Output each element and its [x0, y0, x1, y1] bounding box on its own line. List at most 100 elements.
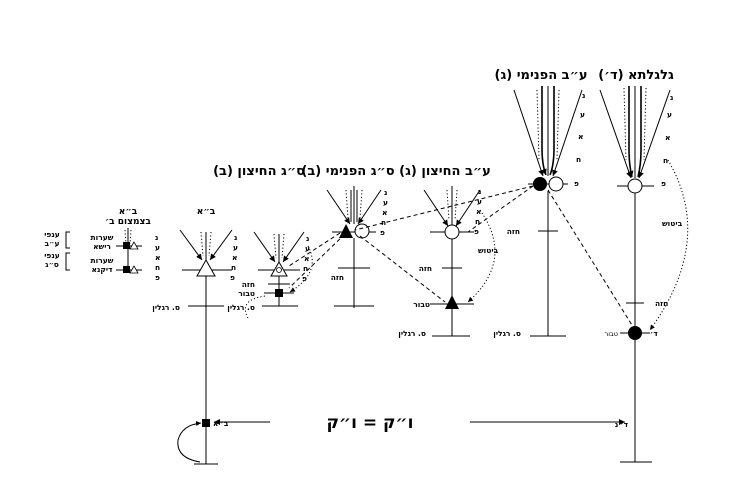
sag-pnimi-triangle	[339, 224, 353, 238]
ab-hitzon-letter-peh: פ	[474, 227, 479, 236]
sag-pnimi-letter-ayin: ע	[383, 198, 388, 207]
partzuf-ab-pnimi: חזה ס. רגלין	[493, 86, 583, 338]
partzuf-bya: ס. רגלין ב״א	[152, 229, 233, 465]
galgalta-tabur-label: טבור	[605, 330, 618, 338]
sag-pnimi-chaze-label: חזה	[331, 273, 344, 282]
title-sag-hitzon: ס״ג החיצון (ב)	[213, 164, 305, 179]
galgalta-chaze-label: חזה	[655, 299, 668, 308]
galgalta-letter-alef: א	[665, 133, 670, 142]
sag-pnimi-letter-peh: פ	[380, 228, 385, 237]
sag-hitzon-letter-nun: נ	[306, 234, 309, 243]
bya-point-label: ב״א	[213, 419, 229, 428]
searot-rosha-line2: רישא	[93, 242, 111, 251]
bya-triangle	[196, 258, 216, 277]
connector-ab-pnimi-to-ab-hitzon	[467, 185, 534, 233]
bya-small-bottom-square	[123, 266, 130, 273]
connector-ab-pnimi-to-sag-pnimi	[354, 185, 534, 231]
bya-vak-square	[202, 419, 210, 427]
bya-small-top-square	[123, 242, 130, 249]
sag-hitzon-letter-peh: פ	[302, 274, 307, 283]
bya-letter-ayin: ע	[233, 243, 238, 252]
bya-small-brackets: שערות רישא שערות דיקנא ענפי ע״ב ענפי ס״ג	[44, 230, 114, 274]
title-ab-hitzon: ע״ב החיצון (ג)	[399, 164, 491, 179]
ab-pnimi-letters: נ ע א ח פ	[574, 91, 585, 188]
sag-pnimi-letter-nun: נ	[384, 188, 387, 197]
galgalta-letters: נ ע א ח פ	[661, 93, 673, 188]
sag-hitzon-chaze-label: חזה	[242, 280, 255, 289]
ab-pnimi-chaze-label: חזה	[507, 227, 520, 236]
ab-hitzon-circle	[444, 224, 460, 240]
title-bya-tzimtzum: בצמצום ב׳	[105, 217, 151, 227]
ab-hitzon-bitush-label: ביטוש	[478, 246, 499, 255]
ab-pnimi-letter-ayin: ע	[580, 110, 585, 119]
title-bya-small: ב״א	[119, 207, 138, 217]
galgalta-letter-ayin: ע	[667, 110, 672, 119]
ab-hitzon-sof-label: ס. רגלין	[398, 329, 426, 338]
sag-hitzon-letter-ayin: ע	[305, 244, 310, 253]
ab-hitzon-chaze-label: חזה	[419, 264, 432, 273]
sag-hitzon-side-arc	[244, 295, 266, 319]
ab-pnimi-letter-alef: א	[578, 132, 583, 141]
ab-pnimi-white-circle	[548, 176, 564, 192]
bya-small-letter-peh: פ	[155, 273, 160, 282]
ab-hitzon-letter-alef: א	[476, 207, 481, 216]
sag-pnimi-letters: נ ע א ח פ	[380, 188, 388, 237]
vak-equals-vak: ו״ק = ו״ק	[214, 413, 625, 433]
bya-letters: נ ע א ח פ	[230, 233, 238, 282]
bya-small-letters: נ ע א ח פ	[155, 233, 160, 282]
bya-letter-peh: פ	[230, 273, 235, 282]
anfei-ab-line1: ענפי	[44, 230, 60, 239]
ab-pnimi-letter-nun: נ	[582, 91, 585, 100]
searot-rosha-line1: שערות	[91, 233, 114, 242]
connector-ab-pnimi-to-galgalta-tabur	[547, 189, 636, 331]
connector-sag-pnimi-to-sag-hitzon-tabur	[288, 233, 346, 289]
sag-pnimi-letter-alef: א	[382, 208, 387, 217]
bya-loop-arrow	[177, 421, 202, 463]
ab-pnimi-black-circle	[533, 177, 547, 191]
ab-hitzon-tabur-triangle	[445, 295, 459, 309]
galgalta-dalet-label: ד׳	[650, 329, 658, 338]
sag-hitzon-sof-label: ס. רגלין	[227, 303, 255, 312]
bya-letter-alef: א	[232, 253, 237, 262]
sag-pnimi-letter-chet: ח	[381, 218, 386, 227]
sag-hitzon-letters: נ ע א ח פ	[302, 234, 310, 283]
galgalta-bitush-arc	[649, 159, 689, 331]
bya-small-letter-nun: נ	[155, 233, 158, 242]
partzuf-bya-small	[116, 228, 142, 274]
sag-hitzon-tabur-square	[275, 289, 283, 297]
ab-pnimi-letter-peh: פ	[574, 179, 579, 188]
anfei-ab-line2: ע״ב	[45, 239, 60, 248]
ab-hitzon-letter-nun: נ	[478, 187, 481, 196]
bya-small-letter-chet: ח	[155, 263, 160, 272]
connector-sag-pnimi-to-ab-hitzon-tabur	[359, 235, 446, 303]
galgalta-letter-nun: נ	[670, 93, 673, 102]
anfei-sag-line2: ס״ג	[45, 260, 59, 269]
searot-dikna-line1: שערות	[91, 256, 114, 265]
title-ab-pnimi: ע״ב הפנימי (ג)	[495, 68, 588, 83]
ab-pnimi-sof-label: ס. רגלין	[493, 329, 521, 338]
anfei-sag-line1: ענפי	[44, 251, 60, 260]
bya-small-letter-ayin: ע	[155, 243, 160, 252]
ab-hitzon-letter-ayin: ע	[477, 197, 482, 206]
sag-hitzon-bitush-arc	[289, 245, 313, 293]
ab-hitzon-letters: נ ע א ח פ	[474, 187, 482, 236]
sag-hitzon-letter-alef: א	[304, 254, 309, 263]
sag-hitzon-tabur-label: טבור	[238, 289, 255, 298]
galgalta-letter-chet: ח	[663, 156, 668, 165]
galgalta-peh-circle	[627, 178, 643, 194]
connector-sag-pnimi-to-sag-hitzon	[288, 232, 341, 267]
ab-hitzon-letter-chet: ח	[475, 217, 480, 226]
sag-pnimi-circle	[354, 223, 370, 239]
ab-hitzon-bitush-arc	[467, 209, 496, 303]
title-galgalta: גלגלתא (ד׳)	[598, 68, 674, 83]
ab-pnimi-letter-chet: ח	[576, 155, 581, 164]
galgalta-bitush-label: ביטוש	[662, 219, 683, 228]
partzuf-sag-pnimi: חזה	[326, 186, 382, 308]
vak-equals-vak-label: ו״ק = ו״ק	[327, 413, 414, 433]
title-sag-pnimi: ס״ג הפנימי (ב)	[301, 164, 394, 179]
galgalta-din-label: ד״נ	[615, 420, 629, 429]
partzuf-galgalta: חזה טבור ד׳ ד״נ	[599, 86, 671, 463]
partzuf-ab-hitzon: חזה טבור ס. רגלין	[398, 186, 481, 338]
title-bya-top: ב״א	[197, 207, 216, 217]
